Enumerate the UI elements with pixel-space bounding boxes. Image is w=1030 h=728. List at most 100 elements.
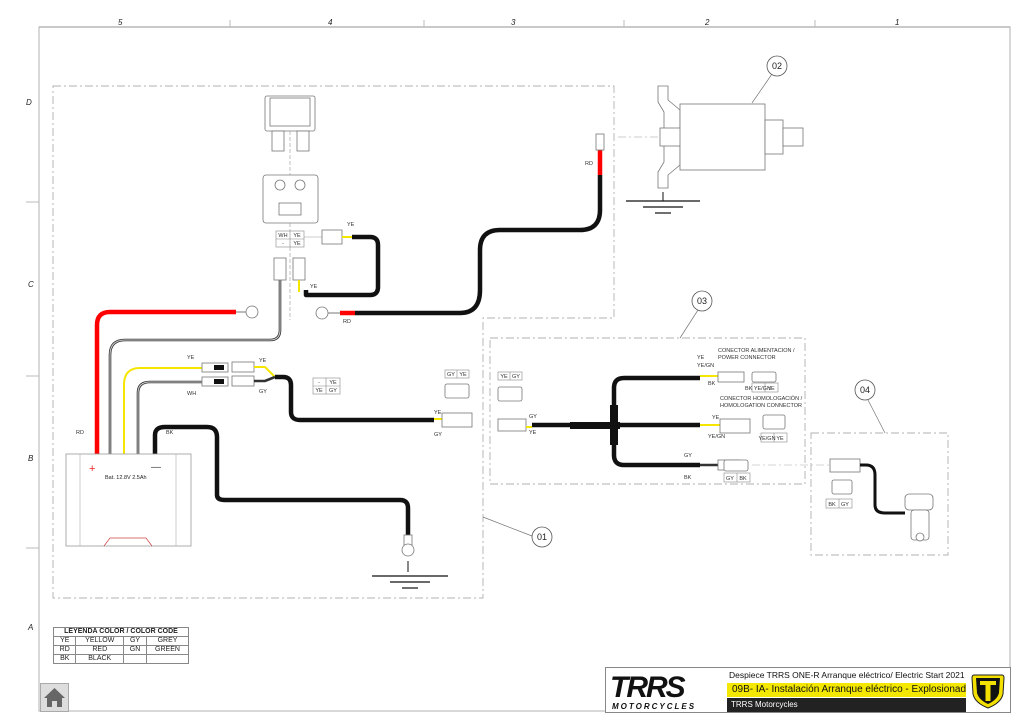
- wire-label-ye-homol: YE: [712, 415, 720, 421]
- grid-col-1: 1: [895, 18, 899, 27]
- wire-label-ye-right: YE: [259, 358, 267, 364]
- trrs-logo: TRRS MOTORCYCLES: [606, 668, 726, 712]
- callout-03-label: 03: [697, 296, 707, 306]
- shield-icon: [971, 674, 1005, 709]
- callout-02-label: 02: [772, 61, 782, 71]
- callout-04-label: 04: [860, 385, 870, 395]
- legend-row: YE YELLOW GY GREY: [52, 636, 189, 646]
- connector-01-housing: [441, 412, 473, 428]
- relay-terminal-top: [321, 229, 343, 245]
- color-legend-table: LEYENDA COLOR / COLOR CODE YE YELLOW GY …: [52, 627, 189, 664]
- conn03-left-housing: [497, 418, 527, 432]
- group-04-boundary: [810, 432, 949, 556]
- grid-col-2: 2: [704, 18, 710, 27]
- svg-text:BK: BK: [828, 502, 836, 508]
- grid-col-4: 4: [328, 18, 333, 27]
- home-icon: [44, 688, 65, 707]
- wire-label-ye-conn01: YE: [434, 410, 442, 416]
- svg-text:YE: YE: [776, 436, 784, 442]
- document-title: Despiece TRRS ONE-R Arranque eléctrico/ …: [729, 670, 965, 680]
- callout-01: [531, 526, 553, 548]
- legend-row: BK BLACK: [52, 654, 189, 664]
- conn03-left-face: [497, 386, 523, 402]
- ring-terminal-battery-red: [245, 305, 259, 319]
- svg-text:WH: WH: [278, 233, 287, 239]
- svg-text:YE: YE: [767, 386, 775, 392]
- power-connector-housing: [717, 371, 745, 383]
- clutch-switch-sensor: [904, 493, 934, 542]
- power-connector-title-1: CONECTOR ALIMENTACION /: [718, 348, 795, 354]
- sensor-connector-face: [831, 479, 853, 495]
- wire-label-ye-power: YE: [697, 355, 705, 361]
- homol-connector-title-1: CONECTOR HOMOLOGACIÓN /: [720, 395, 803, 402]
- title-block: TRRS MOTORCYCLES Despiece TRRS ONE-R Arr…: [605, 667, 972, 713]
- starter-terminal: [595, 133, 605, 151]
- wire-label-ye-relay-top: YE: [347, 222, 355, 228]
- homol-connector-face: [762, 414, 786, 430]
- ring-terminal-ground: [401, 543, 415, 557]
- wire-label-ye-left: YE: [187, 355, 195, 361]
- legend-row: RD RED GN GREEN: [52, 645, 189, 655]
- wire-label-gy-conn03: GY: [529, 414, 537, 420]
- grid-col-3: 3: [511, 18, 516, 27]
- svg-text:YE: YE: [293, 241, 301, 247]
- svg-text:GY: GY: [447, 372, 455, 378]
- homol-connector-title-2: HOMOLOGATION CONNECTOR: [720, 403, 802, 409]
- svg-text:YE: YE: [329, 380, 337, 386]
- wire-label-gy-bottom: GY: [684, 453, 692, 459]
- conn03-left-pin-table: YE GY: [497, 371, 523, 381]
- wire-label-bk-battery: BK: [166, 430, 174, 436]
- wire-label-gy-right: GY: [259, 389, 267, 395]
- conn01-pin-table: GY YE: [444, 369, 470, 379]
- homol-pin-table: YE/GN YE: [758, 432, 788, 443]
- callout-01-label: 01: [537, 532, 547, 542]
- grid-row-b: B: [28, 454, 34, 463]
- wire-label-bk-bottom: BK: [684, 475, 692, 481]
- wire-label-yegn-power: YE/GN: [697, 363, 714, 369]
- home-button[interactable]: [40, 683, 69, 712]
- brand-name: TRRS: [610, 671, 686, 704]
- wire-label-rd-relay: RD: [343, 319, 351, 325]
- bottom-connector-face: [723, 459, 749, 472]
- wire-label-ye-relay-mid: YE: [310, 284, 318, 290]
- wire-label-ye-conn03: YE: [529, 430, 537, 436]
- svg-text:-: -: [318, 380, 320, 386]
- svg-text:GY: GY: [329, 388, 337, 394]
- svg-text:BK: BK: [739, 476, 747, 482]
- svg-text:YE: YE: [459, 372, 467, 378]
- svg-text:YE: YE: [315, 388, 323, 394]
- grid-row-a: A: [27, 623, 33, 632]
- battery-label: Bat. 12.8V 2.5Ah: [105, 475, 147, 481]
- wire-label-wh-left: WH: [187, 391, 196, 397]
- callout-03: [691, 290, 713, 312]
- wire-label-gy-conn01: GY: [434, 432, 442, 438]
- connector-gy-female: [231, 375, 255, 387]
- battery-minus: —: [151, 462, 161, 473]
- ring-terminal-relay: [315, 306, 329, 320]
- trrs-shield-logo: [966, 667, 1011, 713]
- brand-subtitle: MOTORCYCLES: [612, 702, 696, 711]
- svg-text:YE: YE: [500, 374, 508, 380]
- wire-label-rd-battery: RD: [76, 430, 84, 436]
- relay-pin-table: WH YE - YE: [275, 230, 305, 248]
- grid-row-d: D: [26, 98, 32, 107]
- relay-terminal-left: [273, 257, 287, 281]
- wire-label-bk-power: BK: [708, 381, 716, 387]
- group-01-boundary: [52, 85, 615, 599]
- conn01-face: [444, 383, 470, 399]
- callout-02: [766, 55, 788, 77]
- grid-col-5: 5: [118, 18, 123, 27]
- battery-plus: +: [89, 463, 95, 475]
- sensor-pin-table: BK GY: [825, 498, 853, 509]
- svg-text:YE/GN: YE/GN: [758, 436, 775, 442]
- battery: [65, 453, 192, 547]
- starter-motor: [618, 85, 804, 214]
- svg-text:-: -: [282, 241, 284, 247]
- power-connector-title-2: POWER CONNECTOR: [718, 355, 776, 361]
- grid-row-c: C: [28, 280, 34, 289]
- sensor-connector-housing: [829, 458, 861, 473]
- relay-terminal-right: [292, 257, 306, 281]
- connector-ye-female: [231, 361, 255, 373]
- bottom-pin-table: GY BK: [723, 472, 751, 483]
